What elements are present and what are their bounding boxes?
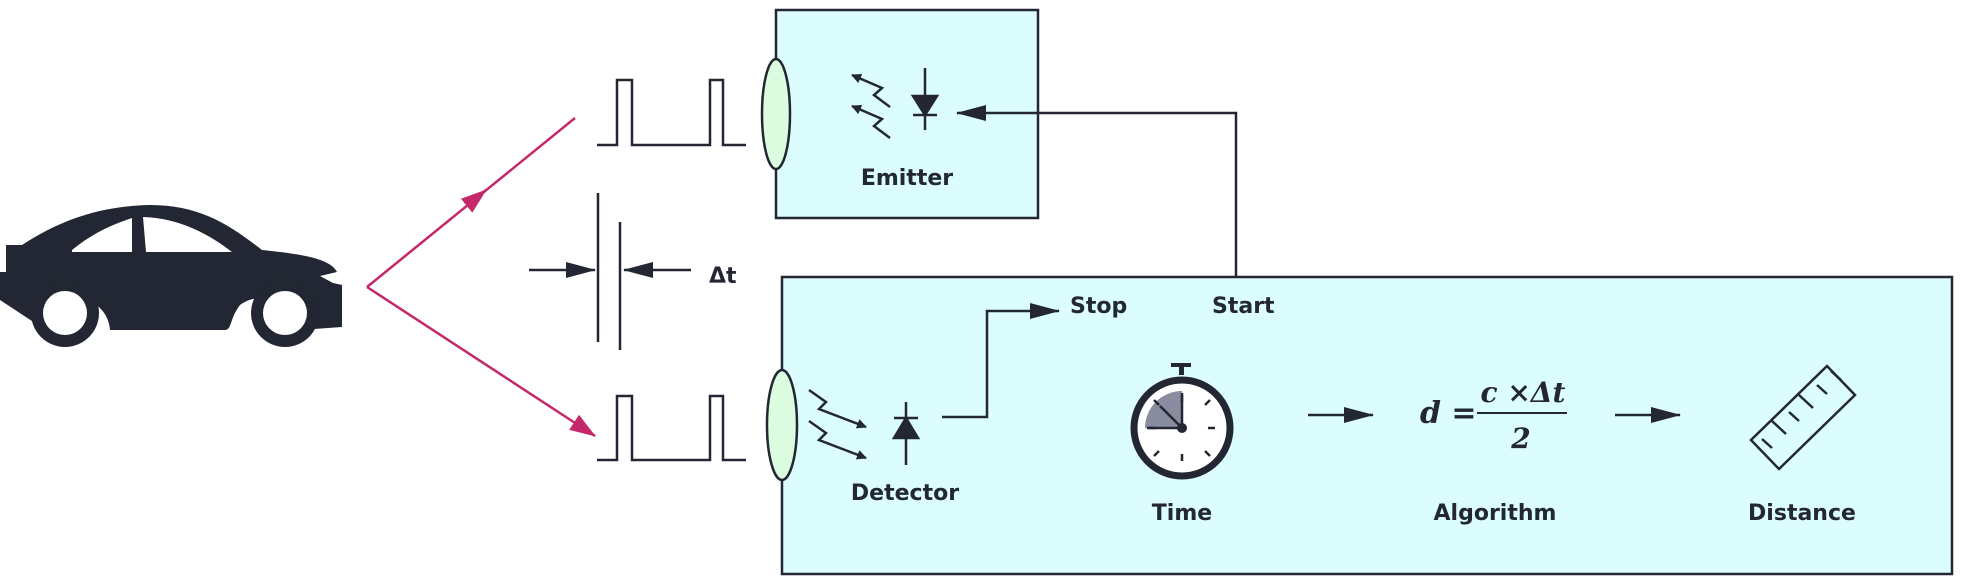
car-icon [0, 205, 342, 347]
stop-label: Stop [1070, 294, 1127, 319]
reflected-beam [366, 285, 596, 438]
processing-box [780, 275, 1954, 576]
distance-label: Distance [1748, 501, 1856, 526]
formula-numerator: c ×Δt [1481, 376, 1566, 409]
stopwatch-icon [1130, 363, 1234, 480]
formula-denominator: 2 [1510, 422, 1530, 455]
algorithm-label: Algorithm [1434, 501, 1557, 526]
outgoing-beam-arrow [460, 189, 487, 213]
emitter-label: Emitter [861, 166, 953, 191]
emitter-lens [760, 57, 792, 171]
delta-t-indicator [529, 193, 691, 350]
detector-lens [765, 368, 799, 482]
distance-formula: d = c ×Δt 2 [1420, 376, 1567, 455]
start-label: Start [1212, 294, 1275, 319]
start-trigger-line [956, 105, 1238, 277]
formula-lhs: d = [1420, 396, 1477, 431]
photodiode-icon [808, 388, 921, 465]
led-icon [851, 68, 940, 139]
time-label: Time [1152, 501, 1212, 526]
ruler-icon [1749, 364, 1857, 471]
detector-label: Detector [851, 481, 959, 506]
transmitted-pulse [597, 78, 746, 147]
stop-trigger-line [942, 303, 1060, 419]
delta-t-label: Δt [709, 264, 737, 289]
received-pulse [597, 394, 746, 462]
